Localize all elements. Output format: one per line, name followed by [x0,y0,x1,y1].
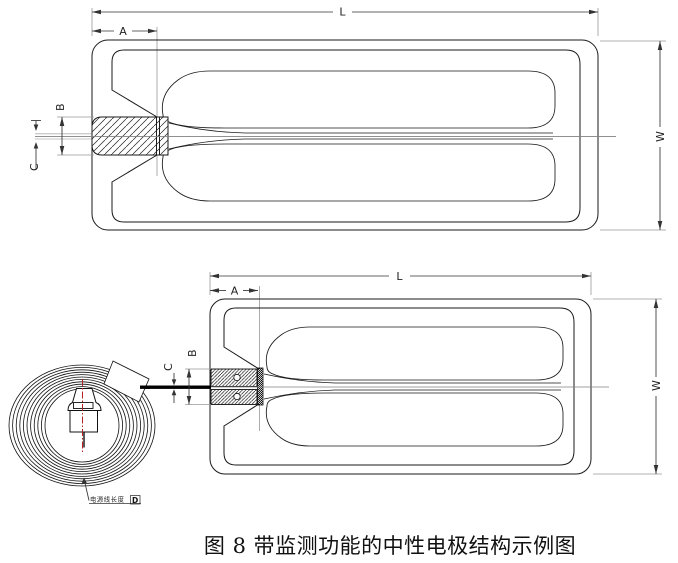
dim-label-W-top: W [654,131,667,142]
connector-bar [257,367,264,406]
dimension-C: C [162,363,177,403]
rivet-hole [233,392,241,401]
plug-body [69,410,98,433]
top-electrode-view: L A B C [28,6,667,231]
dimension-L: L [92,6,598,19]
dim-label-L-bottom: L [396,270,403,283]
dimension-W: W [654,41,667,230]
dim-label-B-top: B [54,103,67,111]
dim-label-C-bottom: C [162,363,175,371]
dim-label-B-bottom: B [186,349,199,357]
conductive-area-top [265,326,564,381]
symbol-box [130,495,141,505]
wire-line [168,122,553,134]
conductive-area-bottom [265,392,564,447]
rivet-hole [233,373,241,382]
leader-line [84,480,90,501]
dimension-W: W [650,299,663,474]
cable-length-label: 电源线长度 [90,495,125,504]
bottom-electrode-view: L A B C [142,270,663,475]
conductive-area-top [161,70,556,129]
dimension-B: B [54,103,94,156]
conductive-area-bottom [161,143,556,202]
electrode-outer-outline [209,298,592,475]
cable-stub [140,385,150,389]
dimension-B: B [185,349,211,405]
power-cable [142,385,211,389]
electrode-inner-contour [223,307,575,466]
coil-rings [8,364,156,487]
leader-arrowhead [81,477,87,485]
connector-plug [67,379,102,452]
figure-caption: 图 8 带监测功能的中性电极结构示例图 [203,534,577,558]
plug-slot [73,402,94,409]
dim-label-W-bottom: W [650,380,663,391]
dimension-A: A [210,284,258,297]
wire-line [263,389,561,400]
dim-label-A-top: A [119,25,127,38]
cable-length-symbol: D [132,496,138,505]
power-cord-length-callout: 电源线长度 D [81,477,141,505]
coil-cable-exit [103,360,150,403]
dim-label-C-top: C [28,163,41,171]
dim-label-L-top: L [339,6,346,19]
dimension-L: L [210,270,591,283]
cable-coil [8,360,156,487]
wire-line [263,373,561,384]
wire-line [168,138,553,150]
dim-label-A-bottom: A [231,284,239,297]
dimension-A: A [92,25,157,38]
dimension-C: C [28,120,41,171]
